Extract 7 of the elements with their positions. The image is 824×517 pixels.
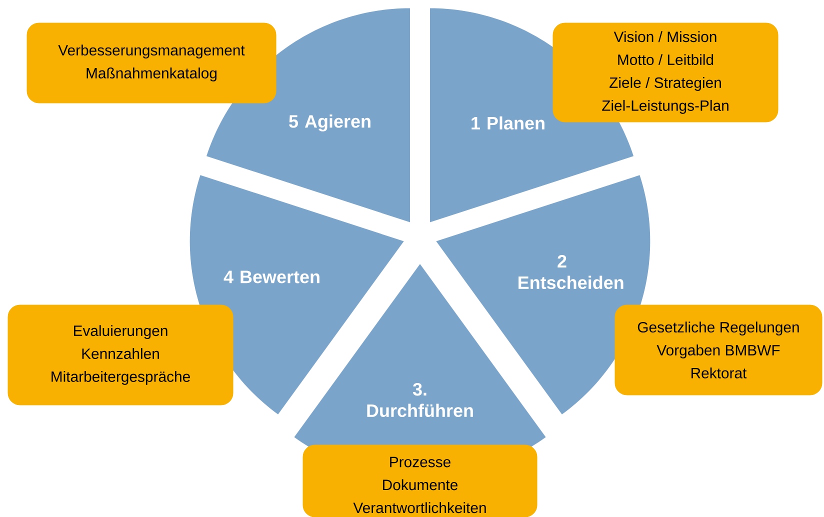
node-label: 5 Agieren bbox=[289, 114, 370, 132]
note-box: Gesetzliche Regelungen Vorgaben BMBWF Rektorat bbox=[614, 304, 822, 396]
note-box: Vision / Mission Motto / Leitbild Ziele / Strategien Ziel-Leistungs-Plan bbox=[552, 22, 778, 122]
node-label: 1 Planen bbox=[472, 116, 544, 130]
note-box: Verbesserungsmanagement Maßnahmenkatalog bbox=[26, 22, 276, 104]
note-box: Evaluierungen Kennzahlen Mitarbeitergespräche bbox=[8, 304, 234, 406]
note-box: Prozesse Dokumente Verantwortlichkeiten bbox=[302, 444, 538, 517]
